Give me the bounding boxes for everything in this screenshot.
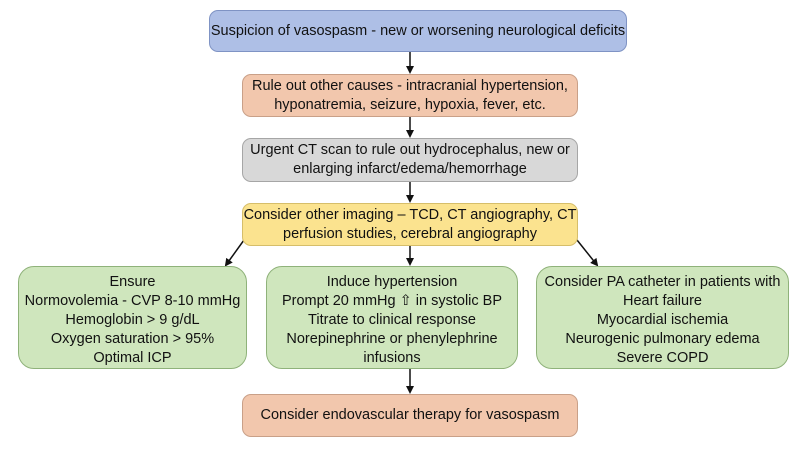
node-text-line: Titrate to clinical response [308,312,476,328]
node-text-line: Induce hypertension [326,274,458,290]
node-text-line: Prompt 20 mmHg ⇧ in systolic BP [281,293,503,309]
node-text-line: Norepinephrine or phenylephrine [286,331,498,347]
node-text-line: Normovolemia - CVP 8-10 mmHg [24,293,241,309]
node-text-line: Consider endovascular therapy for vasosp… [260,407,560,423]
node-text-line: Oxygen saturation > 95% [50,331,215,347]
node-text-line: Heart failure [623,293,702,309]
node-text-line: Hemoglobin > 9 g/dL [65,312,200,328]
node-text-line: Urgent CT scan to rule out hydrocephalus… [250,142,570,158]
node-text-line: Consider PA catheter in patients with [544,274,781,290]
node-text-line: Consider other imaging – TCD, CT angiogr… [243,206,577,223]
suspicion-box: Suspicion of vasospasm - new or worsenin… [209,10,627,52]
node-text-line: Myocardial ischemia [596,312,729,328]
node-text-line: enlarging infarct/edema/hemorrhage [293,161,527,177]
node-text-line: hyponatremia, seizure, hypoxia, fever, e… [274,96,546,113]
node-text-line: Severe COPD [616,350,709,366]
endovascular-therapy-box: Consider endovascular therapy for vasosp… [242,394,578,437]
node-text-line: infusions [363,350,421,366]
arrow-imaging-to-pa [576,239,599,267]
node-text-line: perfusion studies, cerebral angiography [283,225,537,242]
node-text-line: Optimal ICP [93,350,172,366]
node-text-line: Rule out other causes - intracranial hyp… [252,77,568,94]
node-text-line: Neurogenic pulmonary edema [565,331,760,347]
node-text-line: Suspicion of vasospasm - new or worsenin… [210,22,626,39]
urgent-ct-box: Urgent CT scan to rule out hydrocephalus… [242,138,578,182]
arrow-imaging-to-ensure [224,239,245,267]
rule-out-causes-box: Rule out other causes - intracranial hyp… [242,74,578,117]
other-imaging-box: Consider other imaging – TCD, CT angiogr… [242,203,578,246]
node-text-line: Ensure [109,274,156,290]
